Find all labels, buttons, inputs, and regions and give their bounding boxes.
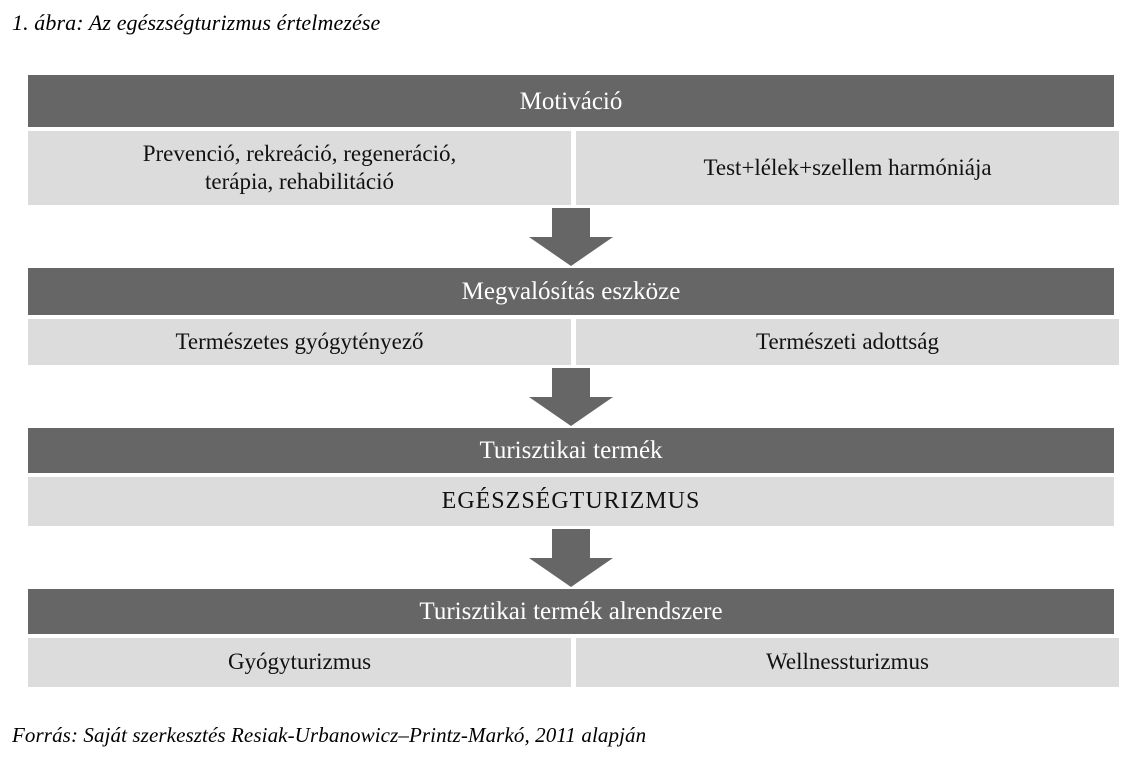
block-means-cell-right: Természeti adottság (576, 319, 1119, 365)
block-motivation-cell-right: Test+lélek+szellem harmóniája (576, 131, 1119, 205)
block-motivation: Motiváció Prevenció, rekreáció, regenerá… (28, 75, 1119, 205)
block-subsystem-header: Turisztikai termék alrendszere (28, 589, 1114, 634)
connector-arrow-3 (28, 526, 1114, 589)
block-subsystem-cell-right: Wellnessturizmus (576, 638, 1119, 687)
connector-arrow-2 (28, 365, 1114, 428)
down-arrow-icon (529, 207, 613, 266)
down-arrow-icon (529, 528, 613, 587)
flow-diagram: Motiváció Prevenció, rekreáció, regenerá… (28, 75, 1119, 687)
block-motivation-cell-left: Prevenció, rekreáció, regeneráció, teráp… (28, 131, 571, 205)
block-motivation-cell-left-line2: terápia, rehabilitáció (204, 169, 394, 194)
block-subsystem-cell-left: Gyógyturizmus (28, 638, 571, 687)
connector-arrow-1 (28, 205, 1114, 268)
block-product-header: Turisztikai termék (28, 428, 1114, 473)
down-arrow-icon (529, 367, 613, 426)
block-means-cell-left: Természetes gyógytényező (28, 319, 571, 365)
block-means-header: Megvalósítás eszköze (28, 268, 1114, 315)
block-product-body: EGÉSZSÉGTURIZMUS (28, 477, 1114, 526)
block-means-body: Természetes gyógytényező Természeti adot… (28, 319, 1119, 365)
block-subsystem: Turisztikai termék alrendszere Gyógyturi… (28, 589, 1119, 687)
block-motivation-body: Prevenció, rekreáció, regeneráció, teráp… (28, 131, 1119, 205)
block-subsystem-body: Gyógyturizmus Wellnessturizmus (28, 638, 1119, 687)
block-motivation-cell-left-line1: Prevenció, rekreáció, regeneráció, (142, 140, 457, 166)
block-motivation-header: Motiváció (28, 75, 1114, 127)
figure-source: Forrás: Saját szerkesztés Resiak-Urbanow… (12, 723, 647, 747)
block-product-cell: EGÉSZSÉGTURIZMUS (28, 477, 1114, 526)
figure-title: 1. ábra: Az egészségturizmus értelmezése (12, 10, 381, 35)
block-means: Megvalósítás eszköze Természetes gyógyté… (28, 268, 1119, 365)
block-product: Turisztikai termék EGÉSZSÉGTURIZMUS (28, 428, 1114, 526)
